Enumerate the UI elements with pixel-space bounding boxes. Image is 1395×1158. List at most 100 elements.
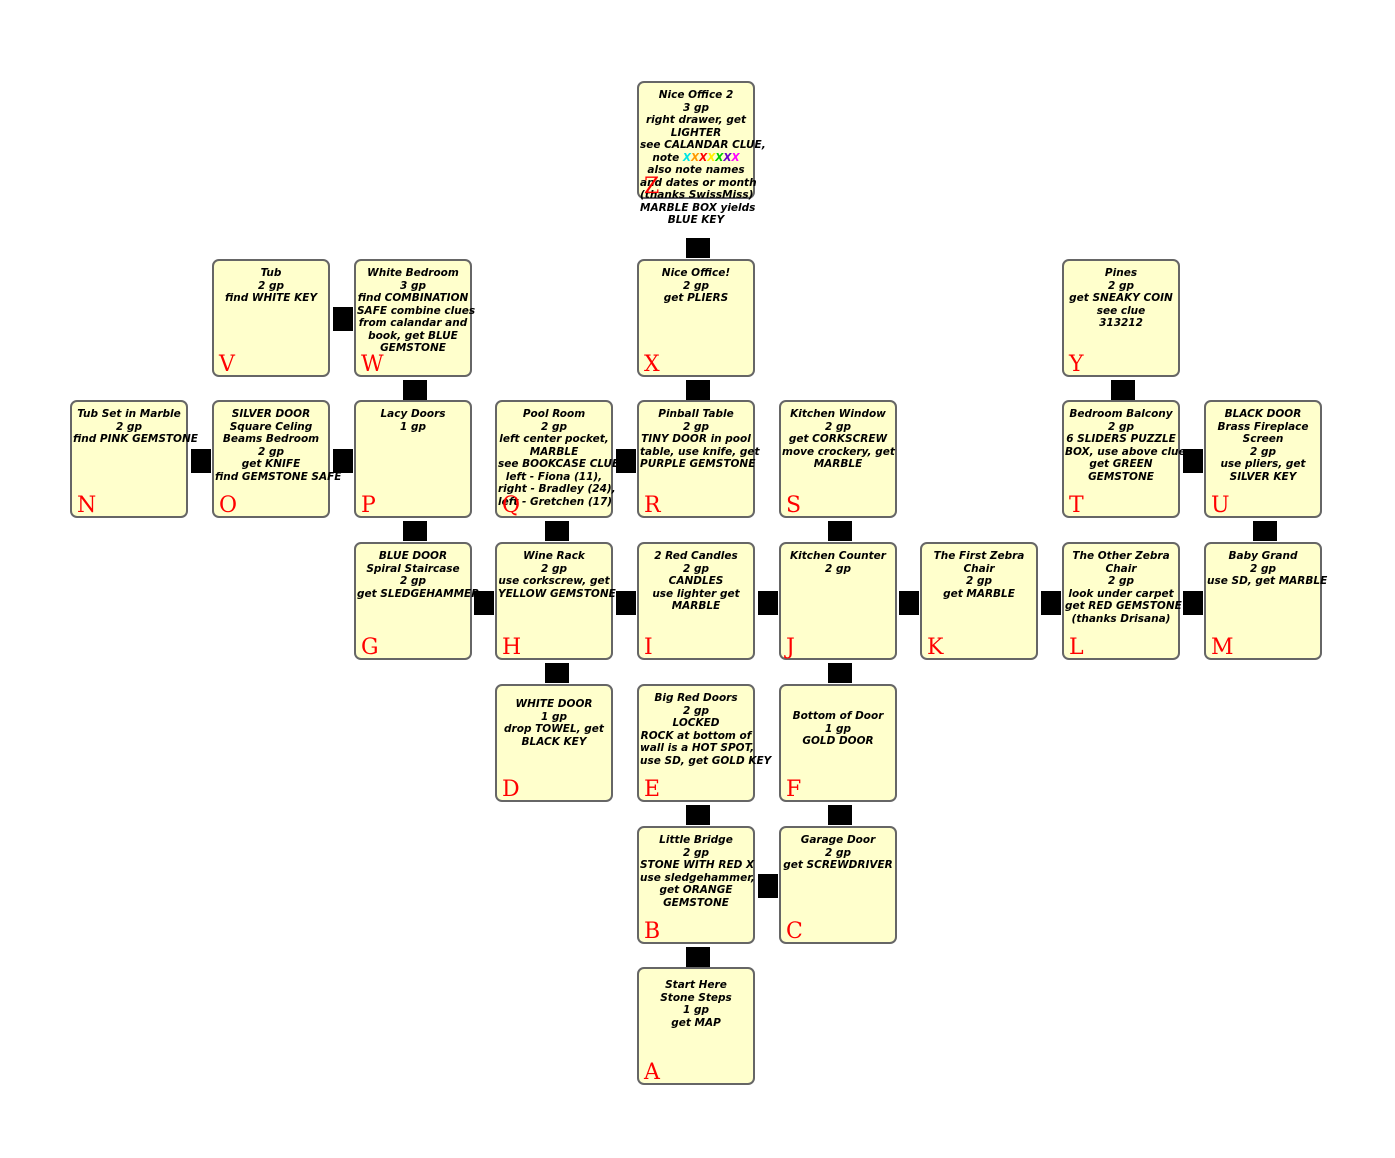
connector-z-x [686,238,710,258]
room-z: Nice Office 2 3 gp right drawer, get LIG… [637,81,766,225]
room-o-label: O [219,493,238,518]
room-s-label: S [786,493,802,518]
room-l: The Other Zebra Chair 2 gp look under ca… [1062,542,1182,660]
room-l-label: L [1069,635,1084,660]
room-d-text: WHITE DOOR 1 gp drop TOWEL, get BLACK KE… [504,698,604,748]
room-b-text: Little Bridge 2 gp STONE WITH RED X use … [640,834,755,909]
room-m-text: Baby Grand 2 gp use SD, get MARBLE [1207,550,1328,587]
x-mark-1: X [682,151,691,164]
room-c-label: C [786,919,803,944]
connector-v-w [333,307,353,331]
room-n: Tub Set in Marble 2 gp find PINK GEMSTON… [70,400,198,518]
room-u-label: U [1211,493,1230,518]
room-i: 2 Red Candles 2 gp CANDLES use lighter g… [637,542,755,660]
x-mark-5: X [715,151,724,164]
room-f-text: Bottom of Door 1 gp GOLD DOOR [792,710,884,747]
room-v-label: V [219,352,235,377]
room-t-label: T [1069,493,1084,518]
connector-h-i [616,591,636,615]
connector-b-c [758,874,778,898]
connector-s-j [828,521,852,541]
connector-j-k [899,591,919,615]
connector-q-r [616,449,636,473]
room-z-text: Nice Office 2 3 gp right drawer, get LIG… [640,89,766,226]
room-f: Bottom of Door 1 gp GOLD DOOR F [779,684,897,802]
room-t-text: Bedroom Balcony 2 gp 6 SLIDERS PUZZLE BO… [1065,408,1190,483]
connector-k-l [1041,591,1061,615]
room-u-text: BLACK DOOR Brass Fireplace Screen 2 gp u… [1217,408,1309,483]
room-d: WHITE DOOR 1 gp drop TOWEL, get BLACK KE… [495,684,613,802]
room-w-label: W [361,352,384,377]
connector-o-p [333,449,353,473]
room-j: Kitchen Counter 2 gp J [779,542,897,660]
room-c: Garage Door 2 gp get SCREWDRIVER C [779,826,897,944]
room-h-label: H [502,635,522,660]
room-g-text: BLUE DOOR Spiral Staircase 2 gp get SLED… [357,550,480,600]
connector-w-p [403,380,427,400]
room-w-text: White Bedroom 3 gp find COMBINATION SAFE… [357,267,476,354]
connector-f-c [828,805,852,825]
room-w: White Bedroom 3 gp find COMBINATION SAFE… [354,259,476,377]
room-q-text: Pool Room 2 gp left center pocket, MARBL… [498,408,620,508]
room-s-text: Kitchen Window 2 gp get CORKSCREW move c… [782,408,895,470]
room-y-label: Y [1069,352,1084,377]
x-mark-3: X [699,151,708,164]
room-d-label: D [502,777,520,802]
connector-y-t [1111,380,1135,400]
room-p-text: Lacy Doors 1 gp [380,408,446,433]
room-e: Big Red Doors 2 gp LOCKED ROCK at bottom… [637,684,772,802]
connector-n-o [191,449,211,473]
room-o-text: SILVER DOOR Square Celing Beams Bedroom … [215,408,342,483]
connector-j-f [828,663,852,683]
room-y-text: Pines 2 gp get SNEAKY COIN see clue 3132… [1069,267,1173,329]
connector-t-u [1183,449,1203,473]
room-b-label: B [644,919,661,944]
connector-u-m [1253,521,1277,541]
room-x-label: X [644,352,660,377]
room-e-text: Big Red Doors 2 gp LOCKED ROCK at bottom… [640,692,772,767]
room-i-label: I [644,635,653,660]
room-e-label: E [644,777,661,802]
room-q-label: Q [502,493,521,518]
room-b: Little Bridge 2 gp STONE WITH RED X use … [637,826,755,944]
room-q: Pool Room 2 gp left center pocket, MARBL… [495,400,620,518]
room-g: BLUE DOOR Spiral Staircase 2 gp get SLED… [354,542,480,660]
room-n-text: Tub Set in Marble 2 gp find PINK GEMSTON… [73,408,198,445]
room-z-label: Z [644,174,660,199]
room-p: Lacy Doors 1 gp P [354,400,472,518]
connector-p-g [403,521,427,541]
x-mark-6: X [723,151,732,164]
room-r-text: Pinball Table 2 gp TINY DOOR in pool tab… [640,408,760,470]
room-m-label: M [1211,635,1234,660]
room-u: BLACK DOOR Brass Fireplace Screen 2 gp u… [1204,400,1322,518]
x-mark-4: X [707,151,716,164]
room-x-text: Nice Office! 2 gp get PLIERS [661,267,731,304]
room-f-label: F [786,777,802,802]
room-l-text: The Other Zebra Chair 2 gp look under ca… [1065,550,1182,625]
room-v: Tub 2 gp find WHITE KEY V [212,259,330,377]
connector-e-b [686,805,710,825]
connector-g-h [474,591,494,615]
room-i-text: 2 Red Candles 2 gp CANDLES use lighter g… [652,550,740,612]
room-n-label: N [77,493,97,518]
room-s: Kitchen Window 2 gp get CORKSCREW move c… [779,400,897,518]
connector-h-d [545,663,569,683]
room-g-label: G [361,635,379,660]
x-mark-7: X [731,151,740,164]
room-y: Pines 2 gp get SNEAKY COIN see clue 3132… [1062,259,1180,377]
room-p-label: P [361,493,376,518]
room-r: Pinball Table 2 gp TINY DOOR in pool tab… [637,400,760,518]
room-k-label: K [927,635,944,660]
room-h-text: Wine Rack 2 gp use corkscrew, get YELLOW… [498,550,616,600]
connector-x-r [686,380,710,400]
connector-i-j [758,591,778,615]
room-t: Bedroom Balcony 2 gp 6 SLIDERS PUZZLE BO… [1062,400,1190,518]
room-o: SILVER DOOR Square Celing Beams Bedroom … [212,400,342,518]
room-x: Nice Office! 2 gp get PLIERS X [637,259,755,377]
connector-q-h [545,521,569,541]
connector-l-m [1183,591,1203,615]
room-h: Wine Rack 2 gp use corkscrew, get YELLOW… [495,542,616,660]
room-k-text: The First Zebra Chair 2 gp get MARBLE [933,550,1025,600]
x-mark-2: X [690,151,700,164]
